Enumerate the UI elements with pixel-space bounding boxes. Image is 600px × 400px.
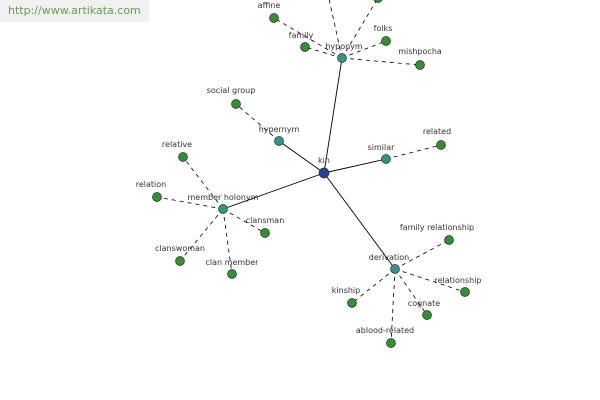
node-relation[interactable] bbox=[152, 192, 162, 202]
node-member-holonym[interactable] bbox=[218, 204, 228, 214]
label-clan-member[interactable]: clan member bbox=[206, 258, 260, 267]
node-related[interactable] bbox=[436, 140, 446, 150]
edge-hyponym-hyponym-offscreen-2 bbox=[341, 0, 378, 59]
edge-hypernym-social-group bbox=[235, 103, 280, 142]
edge-member-holonym-clansman bbox=[222, 208, 266, 234]
label-family-relationship[interactable]: family relationship bbox=[400, 223, 474, 232]
edge-member-holonym-relation bbox=[156, 196, 224, 210]
label-social-group[interactable]: social group bbox=[207, 86, 256, 95]
label-relationship[interactable]: relationship bbox=[434, 276, 481, 285]
label-ablood-related[interactable]: ablood-related bbox=[356, 326, 414, 335]
edge-kin-member-holonym bbox=[222, 172, 325, 210]
label-mishpocha[interactable]: mishpocha bbox=[398, 47, 442, 56]
label-affine[interactable]: affine bbox=[258, 1, 281, 10]
edge-kin-hypernym bbox=[278, 140, 325, 174]
edge-derivation-kinship bbox=[351, 268, 396, 304]
edges-layer bbox=[156, 0, 466, 344]
label-hyponym[interactable]: hyponym bbox=[325, 42, 363, 51]
label-cognate[interactable]: cognate bbox=[408, 299, 440, 308]
node-social-group[interactable] bbox=[231, 99, 241, 109]
node-family-relationship[interactable] bbox=[444, 235, 454, 245]
edge-member-holonym-clanswoman bbox=[179, 208, 224, 262]
edge-kin-hyponym bbox=[323, 57, 343, 174]
label-relation[interactable]: relation bbox=[136, 180, 166, 189]
node-kin[interactable] bbox=[318, 167, 330, 179]
label-member-holonym[interactable]: member holonym bbox=[187, 193, 258, 202]
node-relationship[interactable] bbox=[460, 287, 470, 297]
node-kinship[interactable] bbox=[347, 298, 357, 308]
label-kinship[interactable]: kinship bbox=[332, 286, 360, 295]
edge-member-holonym-clan-member bbox=[222, 208, 233, 275]
labels-layer: affine family folks mishpocha social group re… bbox=[136, 1, 482, 335]
label-kin[interactable]: kin bbox=[318, 156, 330, 165]
node-family[interactable] bbox=[300, 42, 310, 52]
node-clanswoman[interactable] bbox=[175, 256, 185, 266]
node-clansman[interactable] bbox=[260, 228, 270, 238]
edge-kin-derivation bbox=[323, 172, 396, 270]
label-family[interactable]: family bbox=[289, 31, 314, 40]
label-related[interactable]: related bbox=[423, 127, 451, 136]
label-folks[interactable]: folks bbox=[374, 24, 393, 33]
nodes-layer bbox=[152, 0, 470, 348]
node-similar[interactable] bbox=[381, 154, 391, 164]
label-similar[interactable]: similar bbox=[368, 143, 396, 152]
edge-hyponym-mishpocha bbox=[341, 57, 421, 66]
label-relative[interactable]: relative bbox=[162, 140, 192, 149]
edge-derivation-family-relationship bbox=[394, 239, 450, 270]
node-hyponym[interactable] bbox=[337, 53, 347, 63]
edge-similar-related bbox=[385, 144, 442, 160]
node-hypernym[interactable] bbox=[274, 136, 284, 146]
node-hyponym-offscreen-2[interactable] bbox=[373, 0, 383, 3]
label-clanswoman[interactable]: clanswoman bbox=[155, 244, 205, 253]
label-clansman[interactable]: clansman bbox=[246, 216, 285, 225]
source-url-badge[interactable]: http://www.artikata.com bbox=[0, 0, 149, 22]
edge-hyponym-hyponym-offscreen-1 bbox=[328, 0, 343, 59]
node-relative[interactable] bbox=[178, 152, 188, 162]
label-derivation[interactable]: derivation bbox=[369, 253, 409, 262]
edge-member-holonym-relative bbox=[182, 156, 224, 210]
node-mishpocha[interactable] bbox=[415, 60, 425, 70]
node-ablood-related[interactable] bbox=[386, 338, 396, 348]
node-folks[interactable] bbox=[381, 36, 391, 46]
edge-hyponym-affine bbox=[273, 17, 343, 59]
node-affine[interactable] bbox=[269, 13, 279, 23]
node-cognate[interactable] bbox=[422, 310, 432, 320]
edge-kin-similar bbox=[323, 158, 387, 174]
edge-hyponym-family bbox=[304, 46, 343, 59]
node-clan-member[interactable] bbox=[227, 269, 237, 279]
node-derivation[interactable] bbox=[390, 264, 400, 274]
edge-derivation-cognate bbox=[394, 268, 428, 316]
label-hypernym[interactable]: hypernym bbox=[259, 125, 300, 134]
